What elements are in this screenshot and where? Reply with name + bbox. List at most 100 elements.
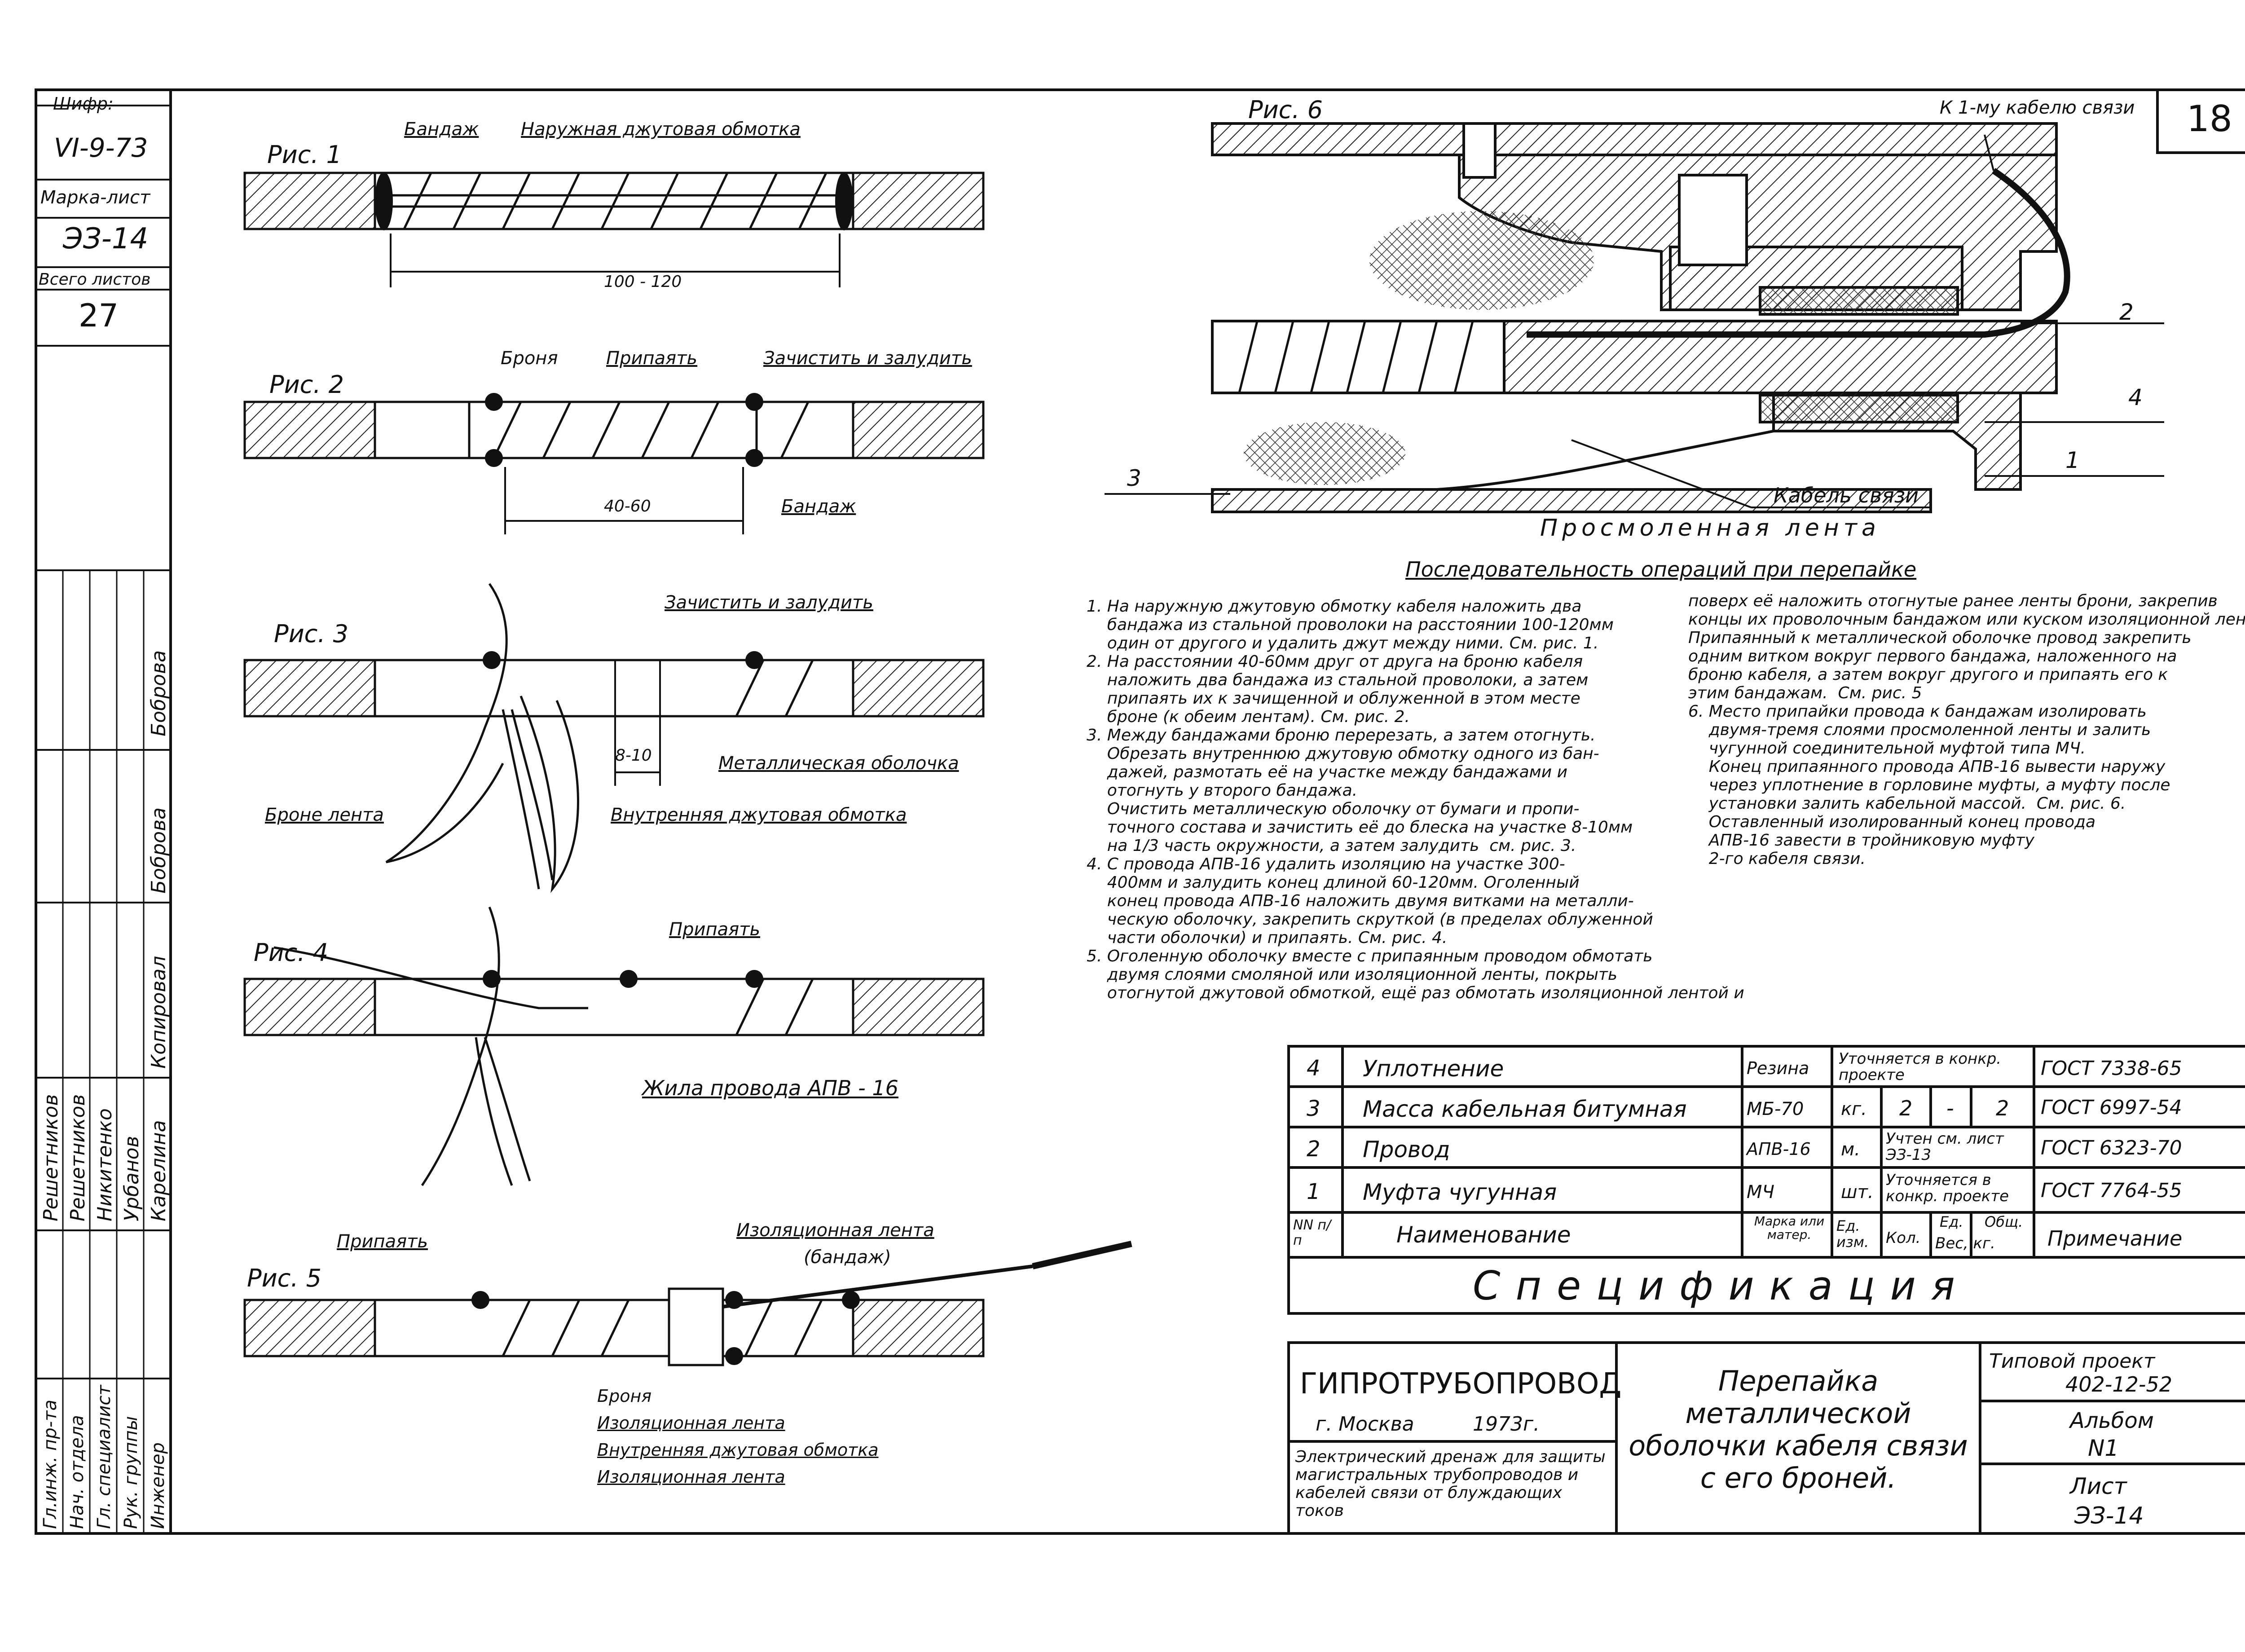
spec-row3-unit: кг.: [1841, 1099, 1867, 1119]
procedure-steps-5-6: поверх её наложить отогнутые ранее ленты…: [1688, 592, 2245, 868]
spec-row4-unit: Уточняется в конкр. проекте: [1839, 1050, 2002, 1084]
spec-row1-note: ГОСТ 7764-55: [2041, 1179, 2182, 1202]
sheet-title: Перепайка металлической оболочки кабеля …: [1629, 1365, 1968, 1494]
fig6-sleeve: [1211, 122, 2070, 513]
procedure-title: Последовательность операций при перепайк…: [1405, 557, 1917, 582]
fig5-tape-sub: (бандаж): [804, 1247, 891, 1268]
side-bobrova-2: Боброва: [147, 650, 170, 736]
bandage-solder-marks: [375, 172, 860, 1365]
fig3-clean: Зачистить и залудить: [665, 592, 873, 613]
role-chief-specialist: Гл. специалист: [94, 1385, 114, 1529]
role-group-lead: Рук. группы: [121, 1416, 141, 1529]
fig6-num-4: 4: [2128, 384, 2143, 410]
spec-row3-qty: 2: [1899, 1096, 1913, 1120]
org-name: ГИПРОТРУБОПРОВОД: [1300, 1367, 1622, 1401]
spec-row3-note: ГОСТ 6997-54: [2041, 1096, 2182, 1119]
spec-row2-name: Провод: [1363, 1137, 1450, 1163]
fig5-solder: Припаять: [337, 1231, 428, 1252]
code-value: VI-9-73: [54, 132, 148, 163]
side-copied: Копировал: [147, 956, 170, 1069]
fig3-sheath: Металлическая оболочка: [718, 753, 959, 774]
sheet-label: Лист: [2070, 1473, 2127, 1499]
page-number: 18: [2187, 98, 2232, 140]
name-1: Решетников: [40, 1094, 62, 1221]
armor-tape-curls: [385, 583, 579, 893]
spec-row1-unit: шт.: [1841, 1182, 1874, 1203]
name-5: Карелина: [147, 1120, 170, 1221]
name-3: Никитенко: [93, 1108, 116, 1221]
fig5-label: Рис. 5: [247, 1264, 322, 1292]
mark-label: Марка-лист: [40, 187, 150, 208]
name-2: Решетников: [66, 1094, 89, 1221]
fig5-armor: Броня: [597, 1386, 652, 1406]
fig1-bandage: Бандаж: [404, 119, 479, 140]
fig2-label: Рис. 2: [269, 370, 344, 399]
fig6-tape: Просмоленная лента: [1540, 515, 1880, 542]
spec-table-grid: [1287, 1045, 2245, 1315]
fig3-dimension: 8-10: [615, 746, 652, 765]
fig3-armor-tape: Броне лента: [265, 805, 384, 825]
code-label: Шифр:: [53, 94, 114, 114]
fig2-armor: Броня: [501, 348, 558, 369]
subject: Электрический дренаж для защиты магистра…: [1295, 1448, 1606, 1520]
total-value: 27: [79, 297, 119, 334]
album-value: N1: [2088, 1435, 2119, 1461]
fig6-num-2: 2: [2119, 299, 2134, 325]
armor-spiral: [403, 172, 828, 1357]
fig5-tape: Изоляционная лента: [736, 1220, 934, 1241]
fig3-label: Рис. 3: [274, 620, 349, 648]
fig6-num-3: 3: [1127, 465, 1141, 491]
org-year: 1973г.: [1473, 1413, 1540, 1436]
spec-row4-n: 4: [1307, 1056, 1321, 1081]
spec-header-nn: NN п/п: [1293, 1217, 1331, 1248]
spec-header-w2: Общ.: [1985, 1213, 2023, 1230]
cable-fig4: [243, 978, 985, 1036]
spec-row4-mark: Резина: [1747, 1058, 1809, 1078]
spec-row3-w2: 2: [1996, 1096, 2009, 1120]
fig6-to-cable: К 1-му кабелю связи: [1940, 97, 2135, 118]
spec-header-w1: Ед.: [1940, 1213, 1963, 1230]
spec-row1-qty: Уточняется в конкр. проекте: [1886, 1171, 2009, 1205]
dimension-lines: [390, 233, 841, 786]
spec-header-weight: Вес, кг.: [1935, 1234, 1995, 1252]
spec-row3-name: Масса кабельная битумная: [1363, 1096, 1687, 1122]
role-engineer: Инженер: [148, 1442, 168, 1529]
cable-fig3: [243, 659, 985, 718]
album-label: Альбом: [2070, 1408, 2154, 1433]
spec-row4-note: ГОСТ 7338-65: [2041, 1057, 2182, 1080]
project-label: Типовой проект: [1989, 1350, 2155, 1373]
fig3-inner-jute: Внутренняя джутовая обмотка: [611, 805, 907, 825]
fig6-num-1: 1: [2065, 447, 2080, 473]
spec-row2-unit: м.: [1841, 1139, 1860, 1160]
title-block-grid: [1287, 1341, 2245, 1535]
spec-row1-n: 1: [1307, 1179, 1321, 1204]
side-bobrova-1: Боброва: [147, 807, 170, 894]
fig5-tape-1: Изоляционная лента: [597, 1413, 785, 1433]
spec-header-qty: Кол.: [1886, 1229, 1921, 1247]
cable-fig2: [243, 401, 985, 459]
spec-row1-mark: МЧ: [1747, 1182, 1774, 1203]
role-chief-engineer: Гл.инж. пр-та: [40, 1400, 61, 1529]
spec-title: Спецификация: [1473, 1263, 1970, 1309]
spec-row4-name: Уплотнение: [1363, 1056, 1504, 1082]
fig1-label: Рис. 1: [267, 141, 342, 169]
mark-value: ЭЗ-14: [63, 222, 149, 256]
sheet-value: ЭЗ-14: [2074, 1502, 2144, 1529]
fig5-tape-2: Изоляционная лента: [597, 1467, 785, 1487]
fig4-label: Рис. 4: [254, 938, 329, 967]
total-label: Всего листов: [39, 270, 151, 289]
spec-row2-qty: Учтен см. лист ЭЗ-13: [1886, 1130, 2004, 1164]
fig6-leaders: [1105, 134, 2164, 508]
fig1-dimension: 100 - 120: [604, 273, 682, 291]
spec-header-name: Наименование: [1396, 1222, 1571, 1248]
cable-fig5: [243, 1241, 1132, 1366]
fig6-label: Рис. 6: [1248, 96, 1323, 124]
spec-header-mark: Марка или матер.: [1754, 1214, 1825, 1242]
fig4-wire: [273, 907, 588, 1186]
spec-row3-n: 3: [1307, 1096, 1321, 1121]
fig2-dimension: 40-60: [604, 497, 651, 515]
fig6-cable: Кабель связи: [1774, 483, 1919, 507]
cable-fig1: [243, 172, 985, 230]
fig4-wire: Жила провода АПВ - 16: [642, 1076, 898, 1100]
spec-row2-mark: АПВ-16: [1747, 1139, 1811, 1159]
